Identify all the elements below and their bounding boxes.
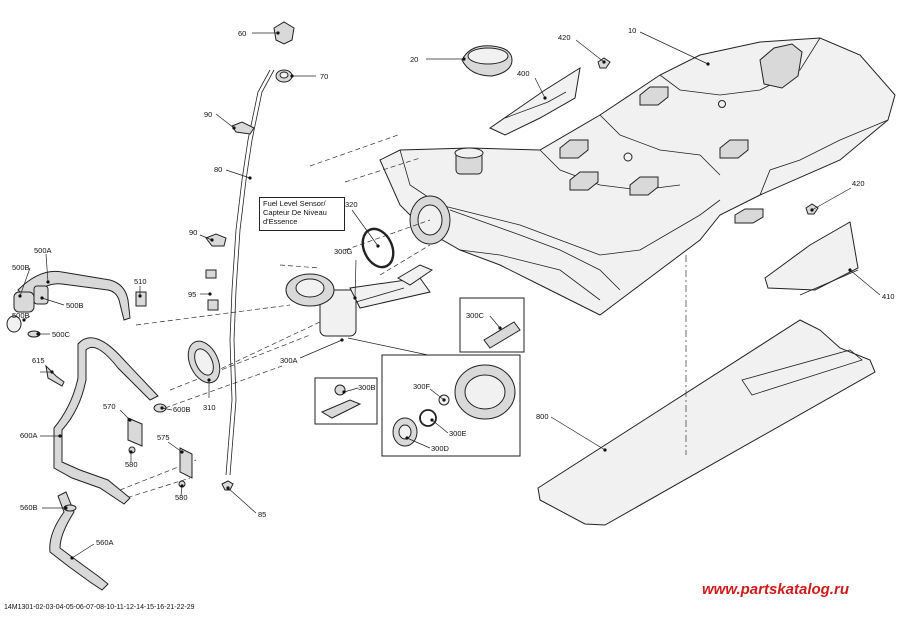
callout-600B: 600B	[173, 405, 191, 414]
callout-420-top: 420	[558, 33, 571, 42]
callout-20: 20	[410, 55, 418, 64]
fuel-cap	[461, 45, 513, 77]
clip-95-lower	[207, 299, 219, 311]
watermark-url[interactable]: www.partskatalog.ru	[702, 581, 849, 598]
callout-500C: 500C	[52, 330, 71, 339]
callout-500B-1: 500B	[12, 263, 30, 272]
callout-300A: 300A	[280, 356, 298, 365]
callout-90-lower: 90	[189, 228, 197, 237]
bracket-575	[179, 447, 193, 479]
callout-500B-3: 500B	[12, 311, 30, 320]
callout-320: 320	[345, 200, 358, 209]
callout-95: 95	[188, 290, 196, 299]
callout-800: 800	[536, 412, 549, 421]
clip-95-upper	[205, 269, 217, 279]
callout-labels: 60 70 90 80 90 95 85 310 320 20 400 10 4…	[12, 26, 895, 547]
callout-300C: 300C	[466, 311, 485, 320]
callout-580-lower: 580	[175, 493, 188, 502]
callout-600A: 600A	[20, 431, 38, 440]
callout-500A: 500A	[34, 246, 52, 255]
support-615	[45, 364, 65, 387]
callout-60: 60	[238, 29, 246, 38]
note-line-1: Fuel Level Sensor/	[263, 199, 326, 208]
detail-box-300B	[314, 377, 378, 425]
callout-400: 400	[517, 69, 530, 78]
callout-570: 570	[103, 402, 116, 411]
clamp-90-lower	[205, 233, 227, 247]
callout-300E: 300E	[449, 429, 467, 438]
leader-lines	[18, 31, 881, 560]
callout-300F: 300F	[413, 382, 431, 391]
callout-580-upper: 580	[125, 460, 138, 469]
fuel-tank	[379, 37, 896, 316]
fuel-hose-560A	[49, 491, 109, 591]
drawing-id: 14M1301-02-03-04-05-06-07-08-10-11-12-14…	[4, 604, 195, 611]
callout-410: 410	[882, 292, 895, 301]
vent-valve	[273, 21, 295, 45]
callout-300G: 300G	[334, 247, 353, 256]
tank-mat	[537, 319, 876, 526]
callout-615: 615	[32, 356, 45, 365]
pump-seal	[361, 227, 395, 269]
fuel-level-sensor-note: Fuel Level Sensor/ Capteur De Niveau d'E…	[259, 197, 345, 231]
fuel-hose-500A	[6, 270, 131, 333]
callout-560B: 560B	[20, 503, 38, 512]
callout-510: 510	[134, 277, 147, 286]
note-line-2: Capteur De Niveau	[263, 208, 327, 217]
callout-500B-2: 500B	[66, 301, 84, 310]
callout-80: 80	[214, 165, 222, 174]
callout-300B: 300B	[358, 383, 376, 392]
callout-310: 310	[203, 403, 216, 412]
clamp-600B	[153, 403, 167, 413]
callout-560A: 560A	[96, 538, 114, 547]
side-shield	[764, 221, 859, 291]
breather-hose	[225, 69, 275, 476]
callout-575: 575	[157, 433, 170, 442]
callout-300D: 300D	[431, 444, 450, 453]
callout-10: 10	[628, 26, 636, 35]
bracket-570	[127, 417, 143, 447]
fuel-pump-assembly	[285, 264, 434, 337]
callout-85: 85	[258, 510, 266, 519]
note-line-3: d'Essence	[263, 217, 298, 226]
clip-510	[135, 291, 147, 307]
fuel-hose-600A	[53, 337, 159, 505]
callout-90-upper: 90	[204, 110, 212, 119]
callout-420-right: 420	[852, 179, 865, 188]
hose-clip-85	[221, 480, 234, 491]
clamp-90-upper	[231, 121, 255, 135]
callout-70: 70	[320, 72, 328, 81]
heat-shield	[488, 66, 581, 136]
